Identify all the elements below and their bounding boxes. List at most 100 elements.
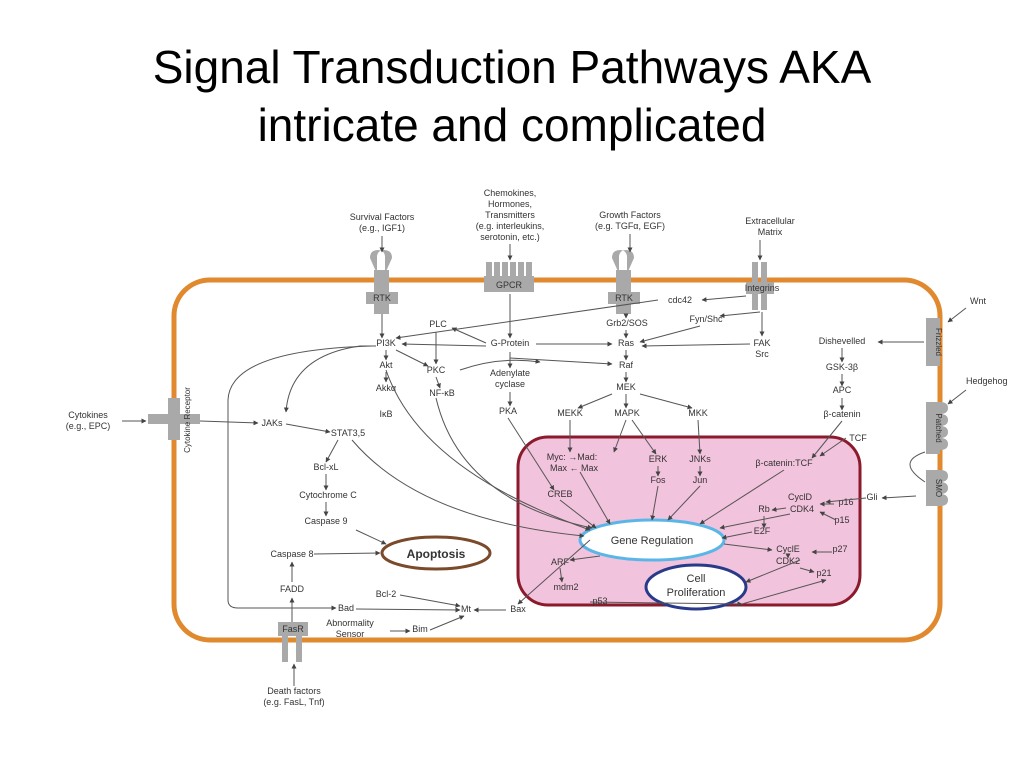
node-mkk: MKK: [688, 408, 708, 418]
gpcr-label: GPCR: [496, 280, 523, 290]
node-cdc42: cdc42: [668, 295, 692, 305]
node-arf: ARF: [551, 557, 570, 567]
node-raf: Raf: [619, 360, 634, 370]
node-adenylate-1: Adenylate: [490, 368, 530, 378]
hedgehog-label: Hedgehog: [966, 376, 1008, 386]
node-ras: Ras: [618, 338, 635, 348]
hedgehog-loop: [909, 451, 926, 483]
smo-receptor-icon: [926, 470, 948, 506]
node-nfkb: NF-κB: [429, 388, 455, 398]
node-adenylate-2: cyclase: [495, 379, 525, 389]
node-mapk: MAPK: [614, 408, 640, 418]
svg-text:(e.g. FasL, Tnf): (e.g. FasL, Tnf): [263, 697, 324, 707]
node-cycld: CyclD: [788, 492, 812, 502]
node-mekk: MEKK: [557, 408, 583, 418]
node-e2f: E2F: [754, 526, 771, 536]
node-abnormality-1: Abnormality: [326, 618, 374, 628]
node-src: Src: [755, 349, 769, 359]
chemokines-label: Chemokines, Hormones, Transmitters (e.g.…: [476, 188, 545, 242]
node-gli: Gli: [867, 492, 878, 502]
slide-title: Signal Transduction Pathways AKA intrica…: [0, 38, 1024, 154]
node-grb2-sos: Grb2/SOS: [606, 318, 648, 328]
svg-text:serotonin, etc.): serotonin, etc.): [480, 232, 540, 242]
svg-text:Survival Factors: Survival Factors: [350, 212, 415, 222]
node-jun: Jun: [693, 475, 708, 485]
node-apc: APC: [833, 385, 852, 395]
title-line-1: Signal Transduction Pathways AKA: [152, 41, 872, 93]
extracellular-matrix-label: Extracellular Matrix: [745, 216, 795, 237]
node-gsk3b: GSK-3β: [826, 362, 858, 372]
gpcr-receptor-icon: [484, 262, 534, 292]
node-cytochrome-c: Cytochrome C: [299, 490, 357, 500]
fasr-receptor-icon: [278, 622, 308, 662]
smo-label: SMO: [934, 479, 943, 497]
survival-factors-label: Survival Factors (e.g., IGF1): [350, 212, 415, 233]
node-bim: Bim: [412, 624, 428, 634]
node-plc: PLC: [429, 319, 447, 329]
svg-text:Chemokines,: Chemokines,: [484, 188, 537, 198]
patched-label: Patched: [934, 413, 943, 442]
rtk-label-2: RTK: [615, 293, 633, 303]
node-pi3k: PI3K: [376, 338, 396, 348]
node-beta-catenin: β-catenin: [823, 409, 860, 419]
node-rb: Rb: [758, 504, 770, 514]
node-akt: Akt: [379, 360, 393, 370]
death-factors-label: Death factors (e.g. FasL, Tnf): [263, 686, 324, 707]
node-abnormality-2: Sensor: [336, 629, 365, 639]
node-bcl-xl: Bcl-xL: [313, 462, 338, 472]
node-mt: Mt: [461, 604, 471, 614]
rtk-receptor-icon: [608, 250, 640, 314]
svg-text:Transmitters: Transmitters: [485, 210, 535, 220]
svg-text:Death factors: Death factors: [267, 686, 321, 696]
node-p15: p15: [834, 515, 849, 525]
integrin-receptor-icon: [746, 262, 774, 310]
node-fak: FAK: [753, 338, 770, 348]
node-jaks: JAKs: [261, 418, 283, 428]
node-caspase8: Caspase 8: [270, 549, 313, 559]
node-cdk4: CDK4: [790, 504, 814, 514]
svg-text:Hormones,: Hormones,: [488, 199, 532, 209]
node-pkc: PKC: [427, 365, 446, 375]
fasr-label: FasR: [282, 624, 304, 634]
apoptosis-label: Apoptosis: [407, 547, 466, 561]
cell-membrane: [171, 277, 943, 643]
node-fyn-shc: Fyn/Shc: [689, 314, 723, 324]
svg-text:Growth Factors: Growth Factors: [599, 210, 661, 220]
svg-text:Extracellular: Extracellular: [745, 216, 795, 226]
node-bcl2: Bcl-2: [376, 589, 397, 599]
cell-proliferation-oval: [644, 563, 748, 611]
long-pathway-arrows: [227, 345, 593, 611]
node-mdm2: mdm2: [553, 582, 578, 592]
node-g-protein: G-Protein: [491, 338, 530, 348]
patched-receptor-icon: [926, 402, 948, 454]
svg-text:(e.g., IGF1): (e.g., IGF1): [359, 223, 405, 233]
gene-regulation-label: Gene Regulation: [611, 535, 694, 547]
cell-label: Cell: [687, 573, 706, 585]
svg-text:(e.g. TGFα, EGF): (e.g. TGFα, EGF): [595, 221, 665, 231]
frizzled-label: Frizzled: [934, 328, 943, 356]
svg-text:(e.g., EPC): (e.g., EPC): [66, 421, 111, 431]
node-pka: PKA: [499, 406, 517, 416]
title-line-2: intricate and complicated: [257, 99, 767, 151]
apoptosis-oval: [380, 535, 492, 571]
node-stat: STAT3,5: [331, 428, 365, 438]
frizzled-receptor-icon: [926, 318, 940, 366]
node-caspase9: Caspase 9: [304, 516, 347, 526]
node-p21: p21: [816, 568, 831, 578]
node-p16: p16: [838, 497, 853, 507]
node-creb: CREB: [547, 489, 572, 499]
cytokine-receptor-icon: [148, 398, 200, 440]
integrins-label: Integrins: [745, 283, 780, 293]
svg-text:Matrix: Matrix: [758, 227, 783, 237]
node-ikb: IκB: [379, 409, 392, 419]
node-max-max: Max ← Max: [550, 463, 599, 473]
growth-factors-label: Growth Factors (e.g. TGFα, EGF): [595, 210, 665, 231]
node-jnks: JNKs: [689, 454, 711, 464]
node-cycle: CyclE: [776, 544, 800, 554]
cytokine-receptor-label: Cytokine Receptor: [183, 387, 192, 453]
proliferation-label: Proliferation: [667, 587, 726, 599]
svg-text:(e.g. interleukins,: (e.g. interleukins,: [476, 221, 545, 231]
node-bad: Bad: [338, 603, 354, 613]
node-fos: Fos: [650, 475, 666, 485]
